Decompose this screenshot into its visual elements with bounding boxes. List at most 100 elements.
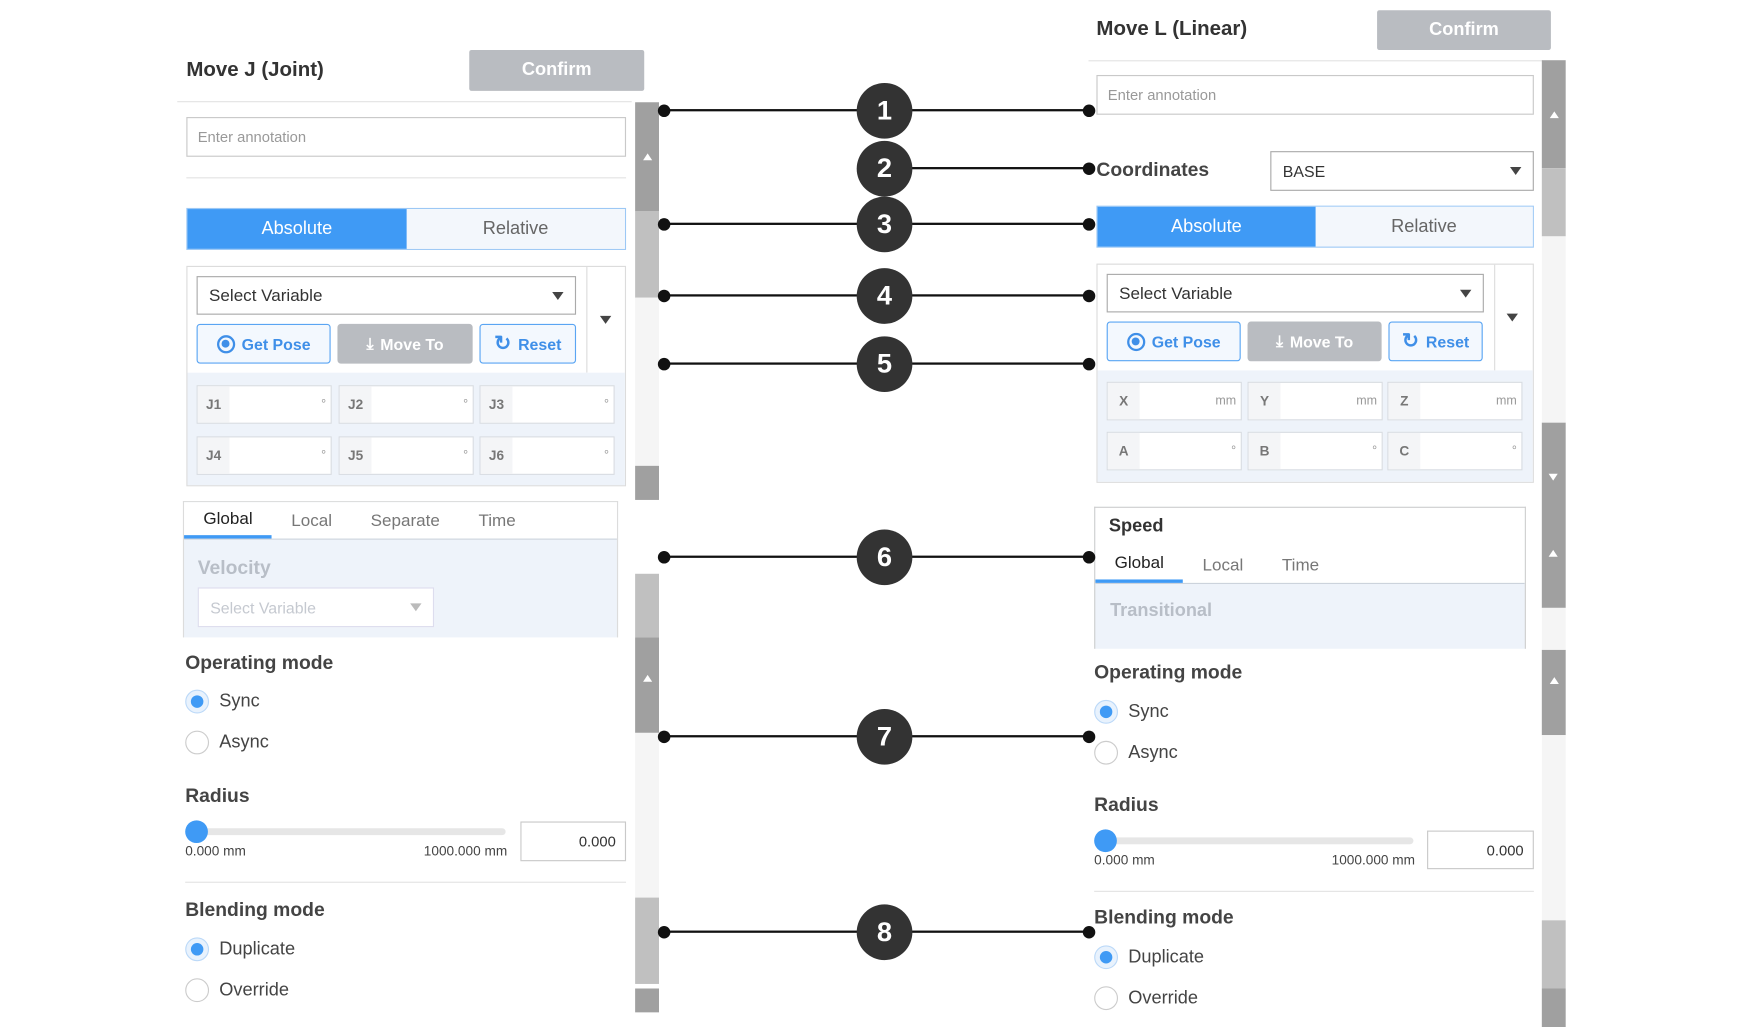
unit-label: °: [1372, 444, 1378, 458]
scroll-up-icon: [1549, 111, 1559, 119]
field-j4-input[interactable]: J4°: [196, 436, 332, 475]
right-scrollbar[interactable]: [1541, 168, 1566, 237]
field-c-input[interactable]: C°: [1387, 431, 1523, 471]
callout-dot: [657, 357, 671, 371]
right-duplicate-radio[interactable]: Duplicate: [1094, 945, 1204, 970]
left-relative-button[interactable]: Relative: [406, 209, 625, 249]
left-radius-slider-thumb[interactable]: [185, 820, 208, 844]
left-confirm-button[interactable]: Confirm: [469, 49, 645, 91]
divider: [185, 881, 627, 883]
coordinates-select[interactable]: BASE: [1270, 151, 1534, 191]
right-radius-slider-thumb[interactable]: [1094, 829, 1117, 853]
speed-label: Speed: [1108, 516, 1164, 537]
right-abs-rel-toggle: Absolute Relative: [1096, 205, 1534, 248]
left-scrollbar[interactable]: [635, 211, 659, 298]
right-async-radio[interactable]: Async: [1094, 740, 1178, 765]
left-joint-grid: J1°J2°J3° J4°J5°J6°: [187, 372, 625, 486]
download-icon: ⤓: [366, 334, 374, 353]
left-scrollbar[interactable]: [635, 988, 659, 1013]
right-relative-button[interactable]: Relative: [1315, 206, 1533, 247]
right-expand-chevron-icon[interactable]: [1506, 313, 1518, 322]
tab-global[interactable]: Global: [184, 502, 272, 539]
field-label: J1: [197, 386, 230, 423]
select-value: Select Variable: [209, 285, 323, 306]
left-annotation-input[interactable]: Enter annotation: [186, 117, 627, 157]
tab-global[interactable]: Global: [1095, 547, 1184, 583]
right-select-variable[interactable]: Select Variable: [1106, 273, 1484, 313]
field-a-input[interactable]: A°: [1106, 431, 1242, 471]
left-get-pose-button[interactable]: Get Pose: [196, 323, 331, 364]
left-sync-radio[interactable]: Sync: [185, 689, 260, 714]
label: Move To: [1289, 332, 1354, 351]
left-abs-rel-toggle: Absolute Relative: [186, 207, 627, 250]
callout-dot: [657, 218, 671, 231]
right-scrollbar[interactable]: [1541, 920, 1566, 989]
field-b-input[interactable]: B°: [1247, 431, 1383, 471]
left-radius-slider[interactable]: [196, 828, 506, 836]
field-label: J2: [339, 386, 372, 423]
left-scrollbar[interactable]: [635, 465, 659, 500]
left-duplicate-radio[interactable]: Duplicate: [185, 937, 295, 962]
right-sync-radio[interactable]: Sync: [1094, 699, 1169, 724]
callout-dot: [657, 551, 671, 564]
field-j1-input[interactable]: J1°: [196, 385, 332, 424]
right-reset-button[interactable]: ↻Reset: [1388, 321, 1483, 362]
callout-line: [663, 294, 884, 297]
tab-separate[interactable]: Separate: [370, 510, 440, 531]
right-scrollbar-track[interactable]: [1541, 735, 1566, 921]
right-scrollbar-thumb[interactable]: [1541, 60, 1566, 169]
left-select-variable[interactable]: Select Variable: [196, 276, 577, 315]
callout-dot: [1082, 218, 1096, 231]
left-scrollbar[interactable]: [635, 573, 659, 638]
divider: [1094, 890, 1534, 892]
tab-local[interactable]: Local: [291, 510, 333, 531]
left-absolute-button[interactable]: Absolute: [187, 209, 407, 249]
right-scrollbar[interactable]: [1541, 988, 1566, 1027]
left-scrollbar-thumb[interactable]: [635, 102, 659, 212]
unit-label: mm: [1356, 394, 1378, 408]
divider: [586, 267, 588, 373]
left-scrollbar[interactable]: [635, 897, 659, 984]
right-override-radio[interactable]: Override: [1094, 986, 1198, 1011]
right-radius-input[interactable]: 0.000: [1427, 830, 1534, 870]
right-move-to-button[interactable]: ⤓Move To: [1247, 321, 1382, 362]
callout-line: [663, 555, 884, 558]
left-speed-tabs: Global Local Separate Time: [184, 502, 617, 540]
right-get-pose-button[interactable]: Get Pose: [1106, 321, 1241, 362]
right-scrollbar-thumb[interactable]: [1541, 649, 1566, 736]
right-operating-mode-label: Operating mode: [1094, 661, 1243, 683]
right-confirm-button[interactable]: Confirm: [1377, 10, 1551, 50]
left-reset-button[interactable]: ↻Reset: [479, 323, 577, 364]
right-scrollbar-thumb[interactable]: [1541, 422, 1566, 608]
left-async-radio[interactable]: Async: [185, 730, 269, 755]
right-blending-mode-label: Blending mode: [1094, 906, 1234, 929]
target-icon: [216, 334, 235, 353]
right-radius-slider[interactable]: [1105, 837, 1414, 845]
radius-min-label: 0.000 mm: [1094, 852, 1155, 869]
tab-local[interactable]: Local: [1202, 555, 1244, 575]
left-override-radio[interactable]: Override: [185, 978, 289, 1003]
label: Override: [1128, 987, 1198, 1008]
right-scrollbar-track[interactable]: [1541, 607, 1566, 650]
left-move-to-button[interactable]: ⤓Move To: [337, 323, 473, 364]
tab-time[interactable]: Time: [1281, 555, 1320, 575]
field-j3-input[interactable]: J3°: [479, 385, 615, 424]
right-absolute-button[interactable]: Absolute: [1097, 206, 1316, 247]
field-j6-input[interactable]: J6°: [479, 436, 615, 475]
right-scrollbar-track[interactable]: [1541, 236, 1566, 423]
left-radius-input[interactable]: 0.000: [520, 821, 627, 862]
left-scrollbar-track[interactable]: [635, 732, 659, 898]
left-scrollbar-track[interactable]: [635, 297, 659, 466]
left-scrollbar-thumb[interactable]: [635, 637, 659, 733]
tab-time[interactable]: Time: [478, 510, 516, 531]
field-j5-input[interactable]: J5°: [338, 436, 474, 475]
divider: [186, 177, 627, 179]
right-speed-tabs: Global Local Time: [1095, 547, 1525, 585]
field-j2-input[interactable]: J2°: [338, 385, 474, 424]
left-expand-chevron-icon[interactable]: [599, 315, 612, 324]
right-annotation-input[interactable]: Enter annotation: [1096, 74, 1534, 115]
